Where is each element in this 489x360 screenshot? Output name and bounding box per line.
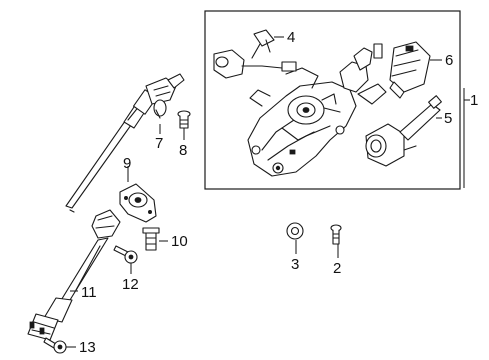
switch-part-4 — [213, 29, 297, 79]
callout-13: 13 — [79, 339, 96, 356]
column-housing-part — [247, 43, 387, 177]
module-part-6 — [389, 41, 431, 99]
washer-part-3 — [286, 222, 304, 240]
bolt-part-2 — [330, 224, 342, 245]
callout-1: 1 — [470, 92, 478, 109]
callout-4: 4 — [287, 29, 295, 46]
lower-shaft-part — [27, 209, 121, 341]
column-assembly-frame — [204, 10, 461, 190]
callout-11: 11 — [81, 284, 97, 301]
callout-6: 6 — [445, 52, 453, 69]
callout-5: 5 — [444, 110, 452, 127]
coupler-part-9 — [119, 183, 157, 223]
lock-part-5 — [365, 95, 442, 167]
bolt-part-12 — [113, 245, 138, 264]
callout-2: 2 — [333, 260, 341, 277]
callout-10: 10 — [171, 233, 188, 250]
callout-12: 12 — [122, 276, 139, 293]
bolt-part-13 — [43, 337, 67, 354]
callout-3: 3 — [291, 256, 299, 273]
callout-8: 8 — [179, 142, 187, 159]
bolt-part-10 — [142, 227, 160, 251]
leader-lines — [66, 36, 470, 348]
callout-7: 7 — [155, 135, 163, 152]
intermediate-shaft-part — [65, 73, 185, 213]
bolt-part-8 — [177, 110, 191, 129]
callout-9: 9 — [123, 155, 131, 172]
